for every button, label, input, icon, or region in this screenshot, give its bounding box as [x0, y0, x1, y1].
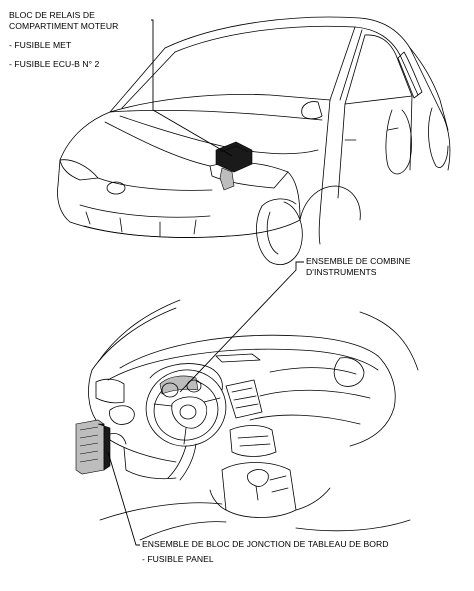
- engine-relay-block-title-1: BLOC DE RELAIS DE: [9, 10, 95, 20]
- engine-relay-leader-line: [151, 19, 233, 157]
- engine-relay-fuse-ecub2: - FUSIBLE ECU-B N° 2: [9, 59, 100, 69]
- junction-block-callout: ENSEMBLE DE BLOC DE JONCTION DE TABLEAU …: [142, 539, 389, 565]
- instrument-cluster-callout: ENSEMBLE DE COMBINE D'INSTRUMENTS: [306, 256, 411, 278]
- junction-block-leader-line: [107, 451, 140, 546]
- junction-block-title: ENSEMBLE DE BLOC DE JONCTION DE TABLEAU …: [142, 539, 389, 549]
- junction-block-fuse-panel: - FUSIBLE PANEL: [142, 554, 214, 564]
- instrument-cluster-leader-line: [179, 261, 304, 393]
- engine-relay-block-title-2: COMPARTIMENT MOTEUR: [9, 21, 119, 31]
- engine-relay-block-callout: BLOC DE RELAIS DE COMPARTIMENT MOTEUR - …: [9, 10, 118, 70]
- instrument-cluster-title-2: D'INSTRUMENTS: [306, 267, 377, 277]
- engine-relay-fuse-met: - FUSIBLE MET: [9, 40, 72, 50]
- instrument-cluster-title-1: ENSEMBLE DE COMBINE: [306, 256, 411, 266]
- dashboard-interior: [75, 299, 419, 541]
- car-exterior: [57, 16, 451, 265]
